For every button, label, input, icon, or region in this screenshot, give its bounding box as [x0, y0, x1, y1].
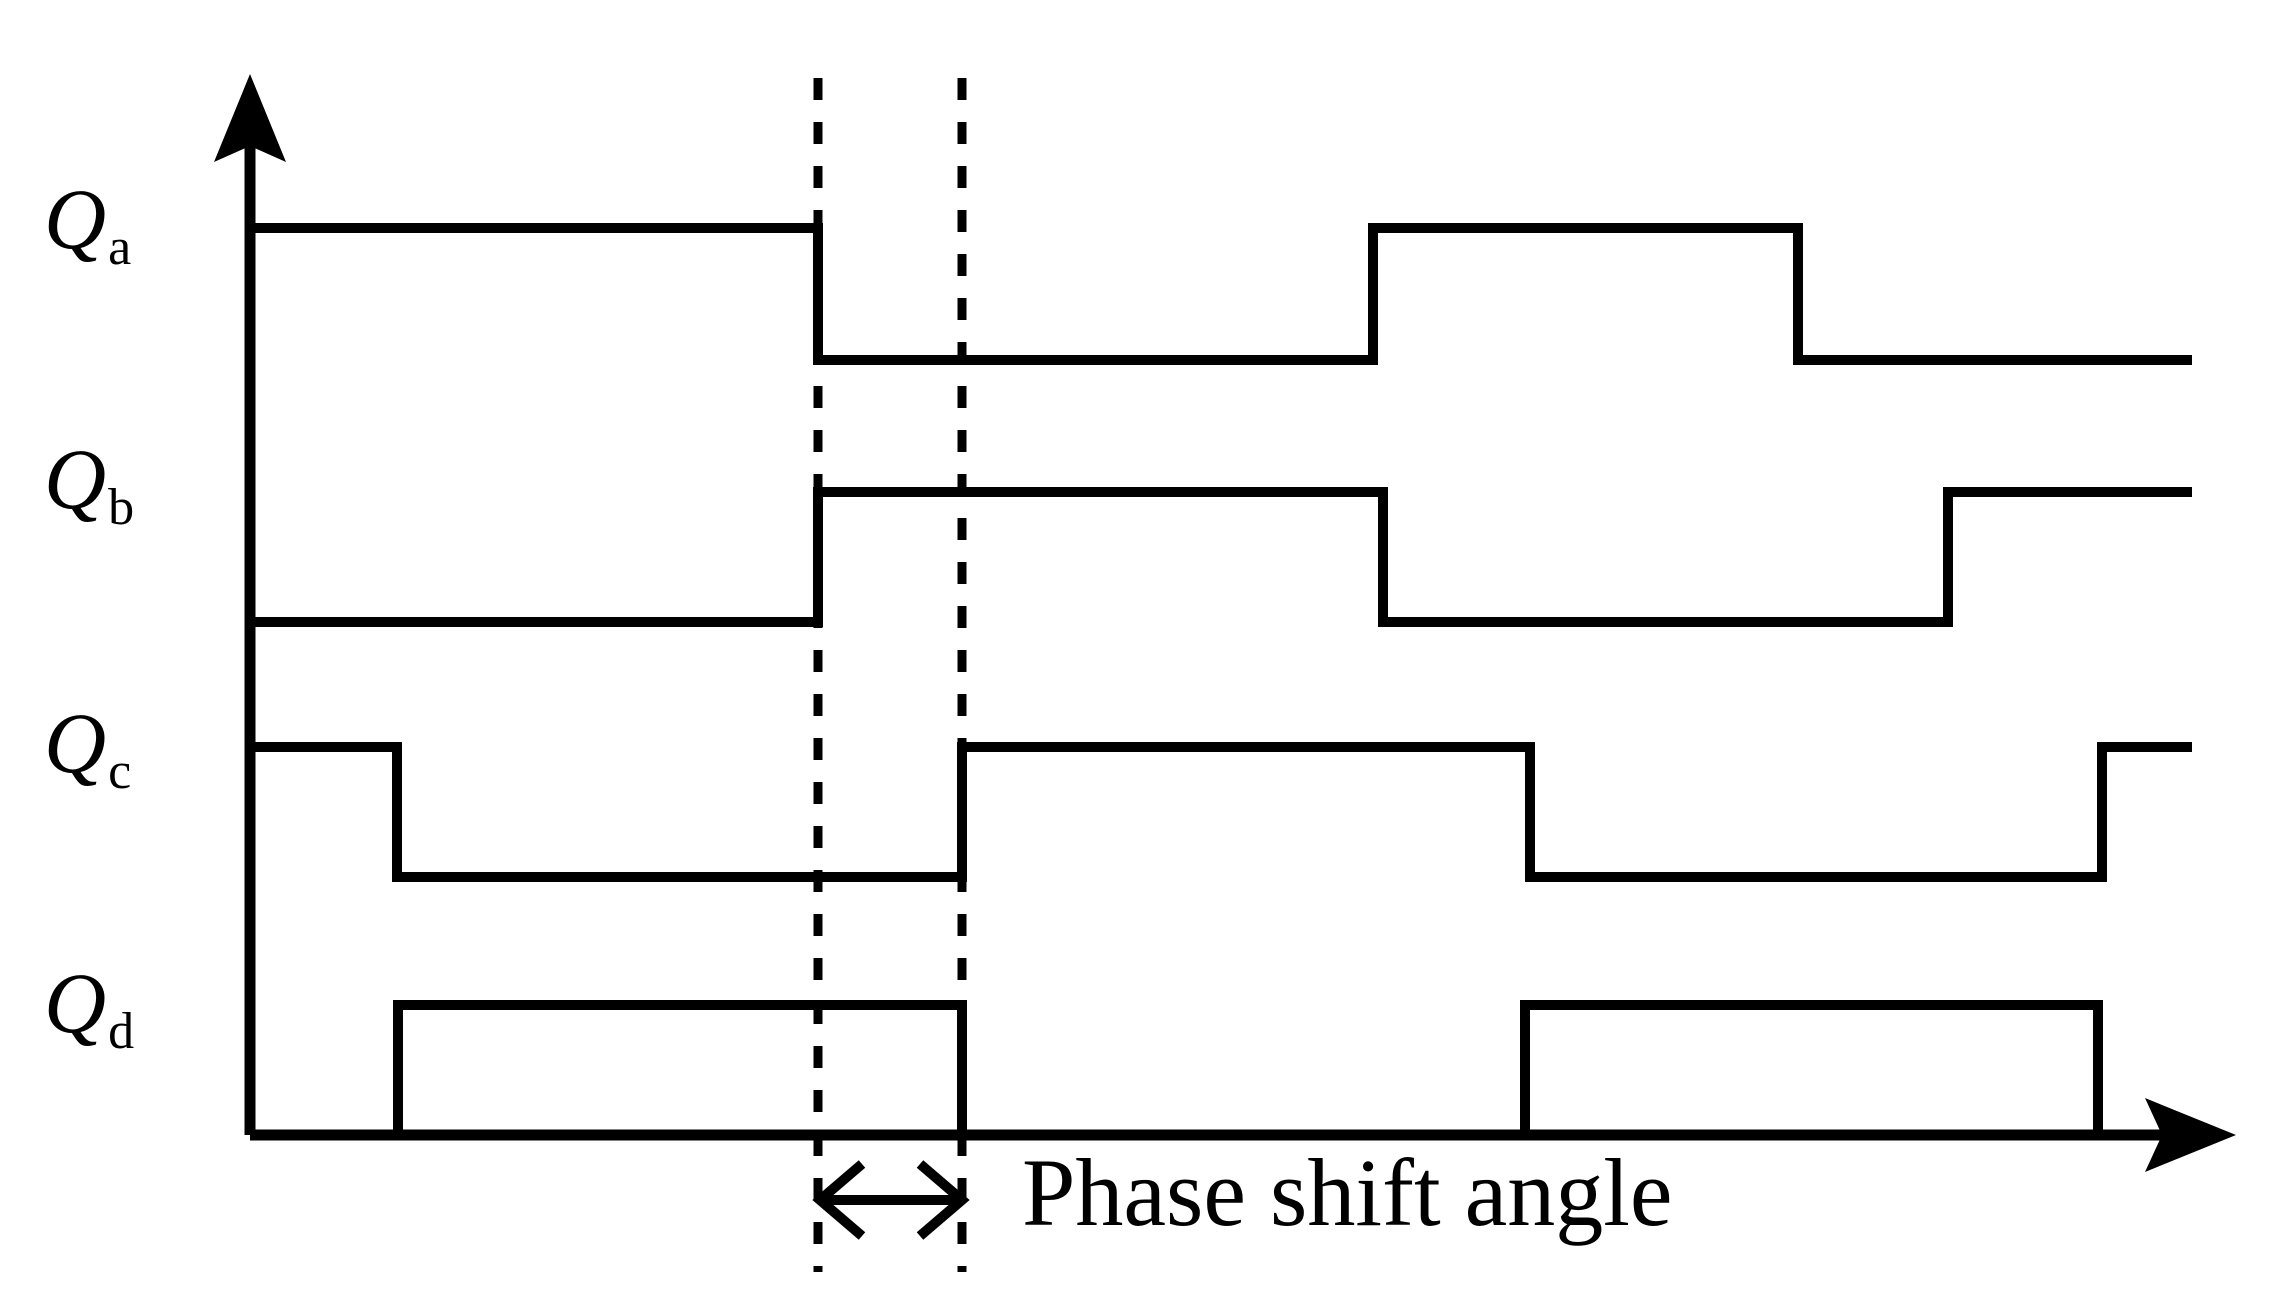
signal-label-qa-subscript: a: [108, 219, 132, 276]
phase-arrow-head-right: [916, 1160, 970, 1240]
signal-label-qc-base: Q: [44, 695, 107, 791]
y-axis-arrowhead: [214, 74, 286, 162]
phase-shift-angle-caption: Phase shift angle: [1022, 1139, 1673, 1246]
waveform-qb: [250, 487, 2192, 627]
waveform-qd: [250, 1000, 2192, 1140]
waveform-qa: [250, 223, 2192, 365]
phase-arrow-head-left: [812, 1160, 866, 1240]
phase-shift-arrow: [812, 1160, 970, 1240]
signal-label-qc-subscript: c: [108, 743, 132, 800]
phase-shift-markers: [813, 78, 967, 1272]
signal-label-qd-subscript: d: [108, 1003, 135, 1060]
signal-label-qd-base: Q: [44, 955, 107, 1051]
signal-label-qd: Qd: [44, 960, 134, 1058]
signal-label-qb: Qb: [44, 436, 134, 534]
signal-label-qb-subscript: b: [108, 479, 135, 536]
waveforms-group: [250, 223, 2192, 1140]
signal-label-qc: Qc: [44, 700, 131, 798]
waveform-qc: [250, 742, 2192, 882]
signal-label-qa-base: Q: [44, 171, 107, 267]
signal-label-qa: Qa: [44, 176, 131, 274]
signal-label-qb-base: Q: [44, 431, 107, 527]
